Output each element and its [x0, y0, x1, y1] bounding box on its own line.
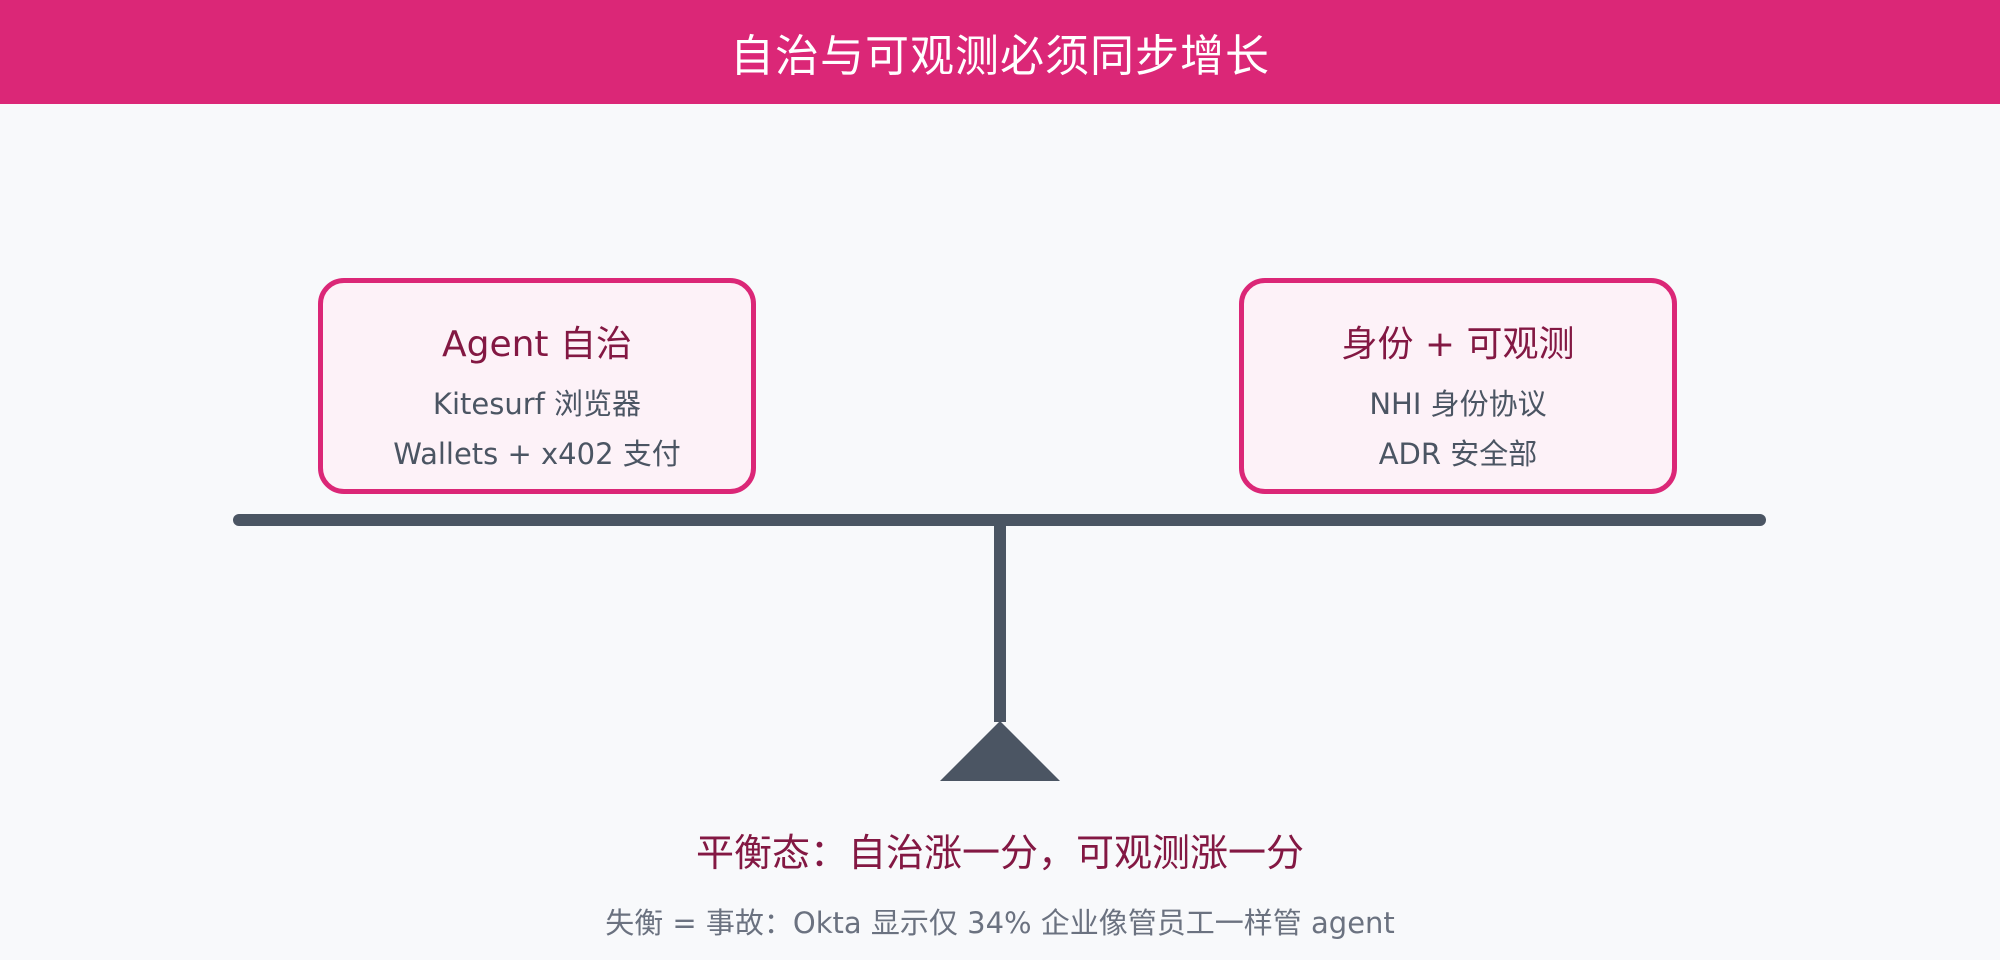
observability-box: 身份 + 可观测 NHI 身份协议 ADR 安全部 [1239, 278, 1677, 494]
balance-statement: 平衡态：自治涨一分，可观测涨一分 [695, 831, 1304, 875]
page-title: 自治与可观测必须同步增长 [730, 31, 1270, 82]
title-banner: 自治与可观测必须同步增长 [0, 0, 2000, 104]
fulcrum-triangle [940, 721, 1060, 781]
observability-box-title: 身份 + 可观测 [1341, 324, 1575, 365]
balance-post [994, 520, 1006, 722]
autonomy-box: Agent 自治 Kitesurf 浏览器 Wallets + x402 支付 [318, 278, 756, 494]
autonomy-item-wallets: Wallets + x402 支付 [393, 437, 681, 471]
autonomy-item-browser: Kitesurf 浏览器 [432, 387, 642, 421]
observability-item-adr: ADR 安全部 [1378, 437, 1538, 471]
observability-item-nhi: NHI 身份协议 [1369, 387, 1547, 421]
imbalance-note: 失衡 = 事故：Okta 显示仅 34% 企业像管员工一样管 agent [605, 906, 1395, 940]
autonomy-box-title: Agent 自治 [441, 324, 632, 365]
